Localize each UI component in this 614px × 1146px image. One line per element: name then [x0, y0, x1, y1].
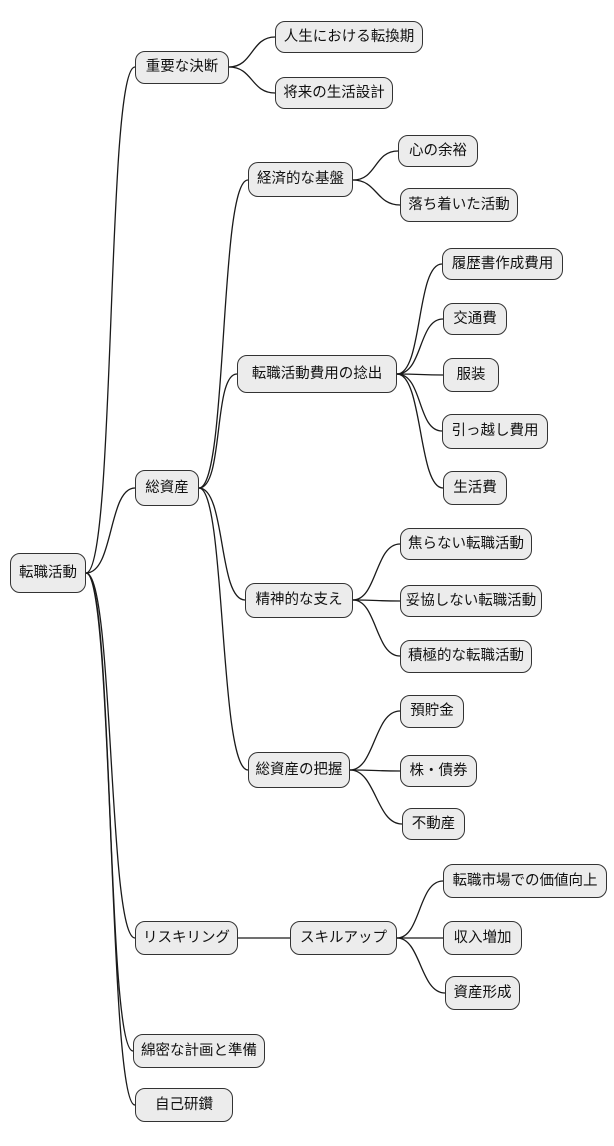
edge-grasp-assets-stocks-bonds — [349, 769, 401, 772]
node-no-compromise-job-search: 妥協しない転職活動 — [400, 585, 542, 617]
node-future-life-plan: 将来の生活設計 — [275, 77, 393, 109]
edge-root-important-decision — [85, 66, 136, 574]
node-stocks-bonds: 株・債券 — [400, 755, 477, 787]
edge-mental-support-no-compromise — [352, 599, 401, 602]
edge-total-assets-economic-foundation — [198, 179, 249, 489]
edge-funding-costs-transportation — [396, 318, 444, 375]
node-important-decision: 重要な決断 — [135, 51, 229, 84]
node-self-improvement: 自己研鑽 — [135, 1088, 233, 1122]
node-economic-foundation: 経済的な基盤 — [248, 162, 353, 197]
edge-total-assets-funding-costs — [198, 373, 238, 489]
node-calm-activity: 落ち着いた活動 — [400, 188, 518, 222]
node-life-turning-point: 人生における転換期 — [275, 21, 423, 53]
edge-total-assets-grasp-total-assets — [198, 487, 249, 771]
node-skill-up: スキルアップ — [290, 921, 397, 955]
node-proactive-job-search: 積極的な転職活動 — [400, 640, 532, 673]
edge-funding-costs-moving — [396, 373, 443, 432]
edge-funding-costs-living — [396, 373, 444, 489]
edge-skill-up-market-value — [396, 880, 444, 939]
node-living-expenses: 生活費 — [443, 471, 507, 505]
edge-root-total-assets — [85, 487, 136, 574]
edge-funding-costs-clothing — [396, 373, 444, 376]
node-real-estate: 不動産 — [402, 808, 465, 840]
node-clothing: 服装 — [443, 358, 499, 392]
node-root: 転職活動 — [10, 553, 86, 593]
edge-grasp-assets-savings — [349, 710, 401, 771]
node-income-increase: 収入増加 — [443, 921, 522, 955]
edge-important-decision-life-turning-point — [228, 36, 276, 68]
edge-root-self-improvement — [85, 572, 136, 1106]
edge-mental-support-unhurried — [352, 543, 401, 601]
edge-economic-foundation-calm-activity — [352, 179, 401, 206]
node-asset-building: 資産形成 — [445, 976, 520, 1010]
node-transportation-costs: 交通費 — [443, 303, 507, 335]
node-reskilling: リスキリング — [135, 921, 238, 955]
node-savings: 預貯金 — [400, 695, 464, 728]
edge-important-decision-future-life-plan — [228, 66, 276, 94]
node-total-assets: 総資産 — [135, 470, 199, 506]
node-unhurried-job-search: 焦らない転職活動 — [400, 528, 532, 560]
node-market-value-up: 転職市場での価値向上 — [443, 864, 607, 898]
edge-funding-costs-resume-costs — [396, 263, 443, 375]
node-resume-costs: 履歴書作成費用 — [442, 248, 563, 280]
node-mental-support: 精神的な支え — [245, 583, 353, 618]
edge-economic-foundation-peace-of-mind — [352, 150, 399, 181]
node-moving-costs: 引っ越し費用 — [442, 414, 548, 449]
edge-total-assets-mental-support — [198, 487, 246, 601]
edge-grasp-assets-real-estate — [349, 769, 403, 825]
node-funding-job-change-costs: 転職活動費用の捻出 — [237, 355, 397, 393]
node-meticulous-planning: 綿密な計画と準備 — [133, 1034, 265, 1068]
edge-root-reskilling — [85, 572, 136, 939]
edge-mental-support-proactive — [352, 599, 401, 657]
node-grasp-total-assets: 総資産の把握 — [248, 752, 350, 788]
node-peace-of-mind: 心の余裕 — [398, 135, 478, 167]
edge-skill-up-asset-building — [396, 937, 446, 994]
